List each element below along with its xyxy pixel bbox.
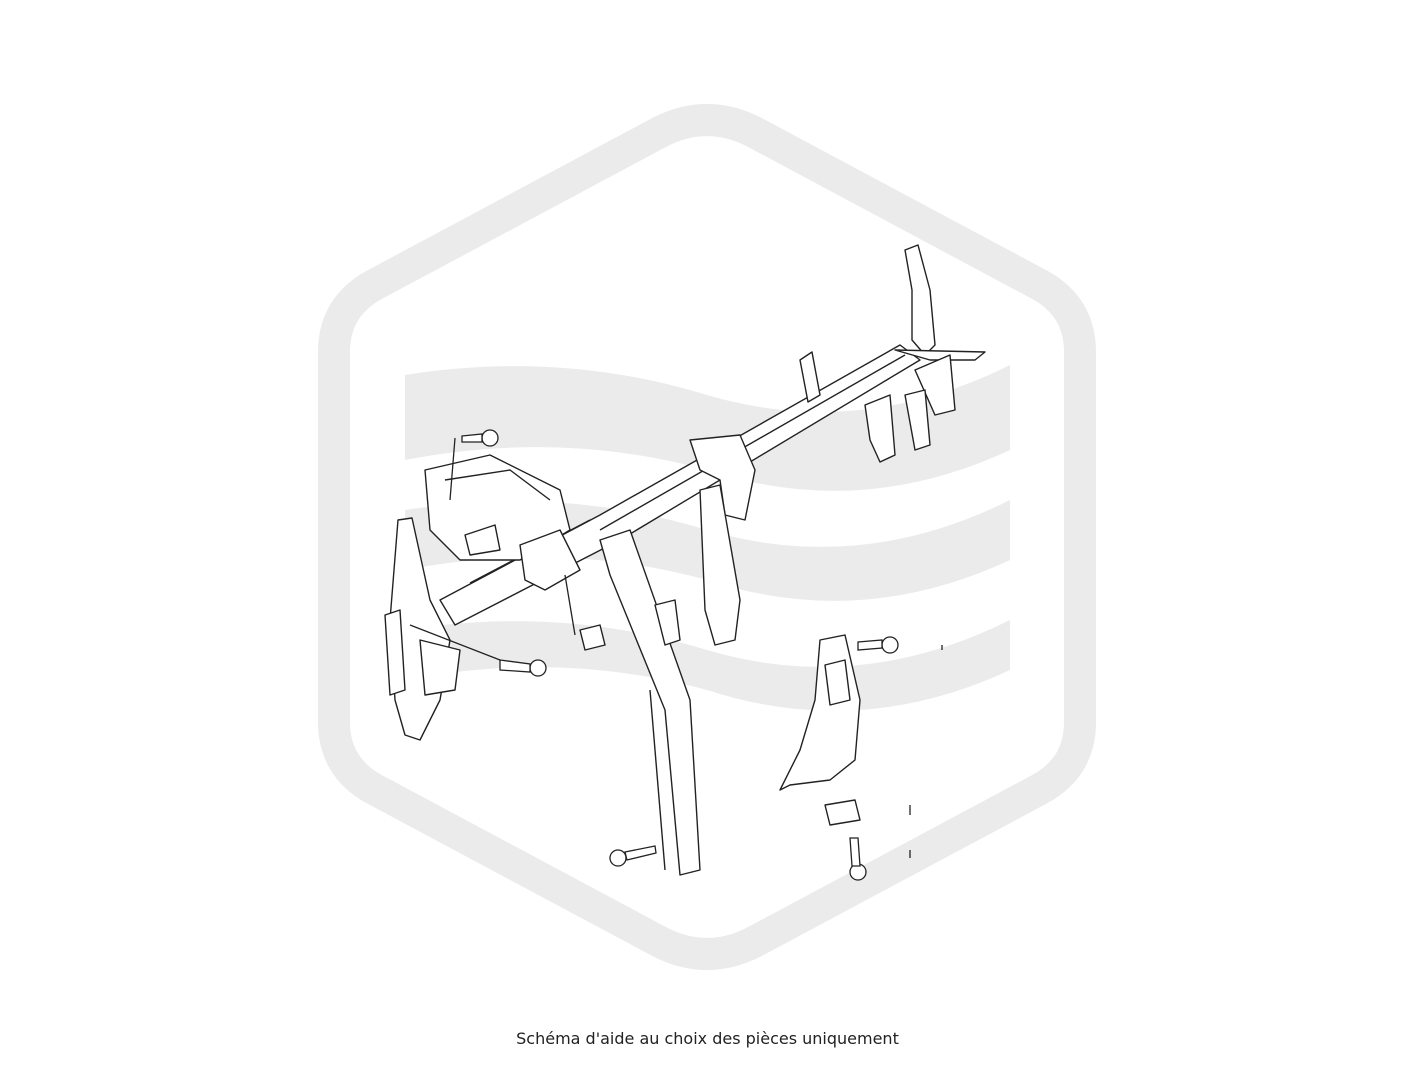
top-small-bracket [799,351,821,403]
clip-right [824,799,861,826]
diagram-caption: Schéma d'aide au choix des pièces unique… [516,1029,899,1048]
right-upper-bracket [904,244,936,356]
bolt-bottom-icon [609,849,627,867]
right-lower-bracket [864,394,896,463]
brand-logo-watermark-icon [318,104,1096,970]
column-arm [699,484,741,646]
right-separate-bracket [779,634,861,791]
bolt-left-middle-icon [529,659,547,677]
column-support [689,434,756,521]
fasteners [409,429,943,881]
center-vertical-support [599,529,701,876]
bolt-right-top-icon [881,636,899,654]
bolt-top-left-icon [481,429,499,447]
clip-left [579,624,606,651]
